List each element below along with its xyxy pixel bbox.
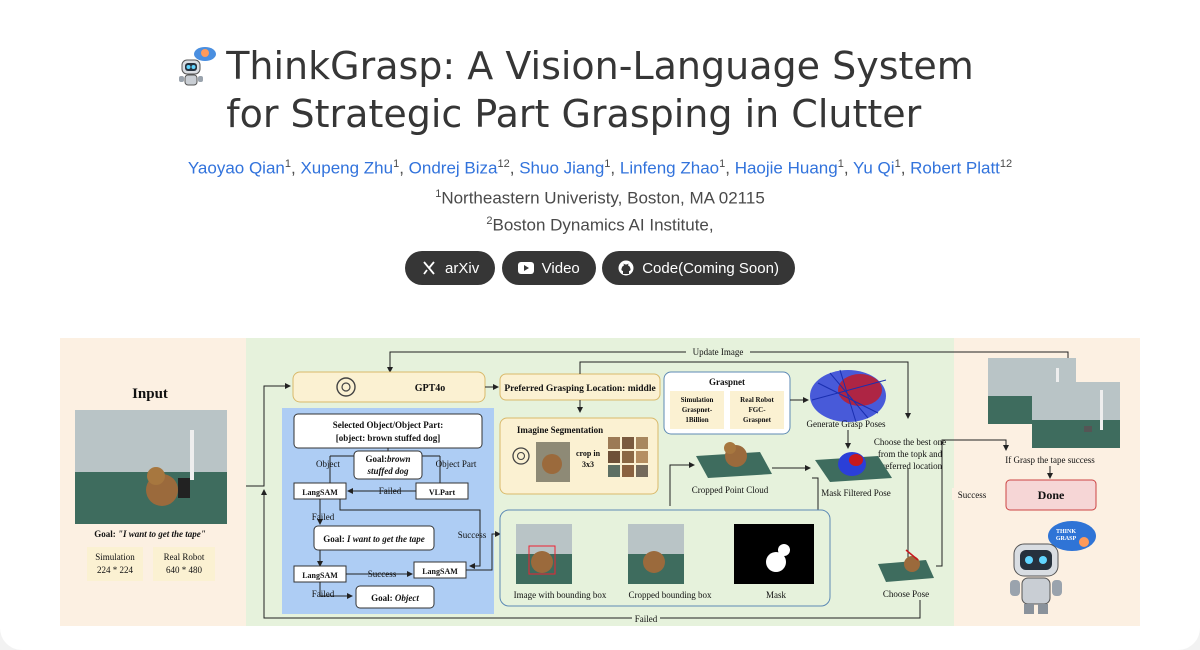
graspnet-label: Graspnet	[709, 377, 745, 387]
choose-best-1: Choose the best one	[874, 437, 946, 447]
cropped-point-cloud-label: Cropped Point Cloud	[692, 485, 769, 495]
gn-real-3: Graspnet	[743, 416, 772, 424]
robot-logo-icon	[176, 44, 218, 90]
arxiv-button[interactable]: arXiv	[405, 251, 495, 285]
langsam-label-1: LangSAM	[302, 488, 338, 497]
langsam-label-2: LangSAM	[302, 571, 338, 580]
author-sup: 1	[895, 158, 901, 170]
link-buttons: arXiv Video Code(Coming Soon)	[0, 251, 1200, 285]
image-with-bbox	[516, 524, 572, 584]
title-line-1: ThinkGrasp: A Vision-Language System	[226, 42, 974, 90]
title-line-2: for Strategic Part Grasping in Clutter	[226, 90, 974, 138]
output-photo-2	[1032, 382, 1120, 448]
author-sup: 1	[285, 158, 291, 170]
goal-object-label: Goal: Object	[371, 593, 419, 603]
affiliation-2: 2Boston Dynamics AI Institute,	[0, 215, 1200, 236]
gn-sim-1: Simulation	[681, 396, 714, 404]
crop-line-1: crop in	[576, 449, 601, 458]
selected-line-2: [object: brown stuffed dog]	[336, 433, 441, 443]
mask-label: Mask	[766, 590, 786, 600]
author-sup: 1	[838, 158, 844, 170]
failed-label-1: Failed	[379, 486, 402, 496]
crop-line-2: 3x3	[582, 460, 594, 469]
failed-loop-label: Failed	[635, 614, 658, 624]
gn-sim-2: Graspnet-	[682, 406, 713, 414]
mask-image	[734, 524, 814, 584]
success-label-2: Success	[368, 569, 397, 579]
robot-badge-1: THINK	[1056, 529, 1076, 535]
input-goal: Goal: "I want to get the tape"	[94, 529, 206, 539]
header: ThinkGrasp: A Vision-Language System for…	[0, 42, 1200, 138]
grasp-poses-cluster	[810, 370, 886, 422]
real-res: 640 * 480	[166, 565, 203, 575]
selected-line-1: Selected Object/Object Part:	[333, 420, 443, 430]
goal-brown-line1: Goal:brown	[365, 454, 410, 464]
author-sup: 12	[498, 158, 510, 170]
author-link[interactable]: Ondrej Biza	[409, 159, 498, 178]
crop-grid	[608, 437, 648, 477]
author-link[interactable]: Yu Qi	[853, 159, 895, 178]
author-link[interactable]: Haojie Huang	[735, 159, 838, 178]
failed-label-2: Failed	[312, 512, 335, 522]
goal-brown-line2: stuffed dog	[366, 466, 409, 476]
arxiv-icon	[421, 260, 437, 276]
gn-sim-3: 1Billion	[685, 416, 708, 424]
gpt4o-box	[293, 372, 485, 402]
input-photo	[75, 410, 227, 524]
affiliation-1: 1Northeastern Univeristy, Boston, MA 021…	[0, 188, 1200, 209]
sim-res: 224 * 224	[97, 565, 134, 575]
author-sup: 12	[1000, 158, 1012, 170]
choose-pose-label: Choose Pose	[883, 589, 929, 599]
author-link[interactable]: Linfeng Zhao	[620, 159, 719, 178]
cropped-bbox-label: Cropped bounding box	[629, 590, 712, 600]
arxiv-label: arXiv	[445, 260, 479, 277]
author-link[interactable]: Yaoyao Qian	[188, 159, 285, 178]
failed-label-3: Failed	[312, 589, 335, 599]
page-title: ThinkGrasp: A Vision-Language System for…	[226, 42, 974, 138]
affiliation-text: Northeastern Univeristy, Boston, MA 0211…	[441, 189, 764, 208]
youtube-icon	[518, 260, 534, 276]
code-label: Code(Coming Soon)	[642, 260, 779, 277]
choose-best-3: preferred location	[878, 461, 943, 471]
generate-grasp-label: Generate Grasp Poses	[807, 419, 886, 429]
preferred-label: Preferred Grasping Location: middle	[504, 384, 655, 394]
author-link[interactable]: Robert Platt	[910, 159, 1000, 178]
mask-filtered-label: Mask Filtered Pose	[821, 488, 891, 498]
choose-best-2: from the topk and	[878, 449, 943, 459]
real-label: Real Robot	[164, 552, 205, 562]
gpt4o-label: GPT4o	[415, 383, 446, 394]
if-grasp-label: If Grasp the tape success	[1005, 455, 1095, 465]
input-title: Input	[132, 386, 168, 402]
affiliation-text: Boston Dynamics AI Institute,	[493, 216, 714, 235]
vlpart-label: VLPart	[429, 488, 456, 497]
github-icon	[618, 260, 634, 276]
video-label: Video	[542, 260, 580, 277]
author-sup: 1	[719, 158, 725, 170]
author-link[interactable]: Xupeng Zhu	[300, 159, 393, 178]
cropped-bbox-image	[628, 524, 684, 584]
gn-real-2: FGC-	[748, 406, 766, 414]
seg-dog	[542, 454, 562, 474]
author-link[interactable]: Shuo Jiang	[519, 159, 604, 178]
author-sup: 1	[604, 158, 610, 170]
img-bbox-label: Image with bounding box	[514, 590, 607, 600]
code-button[interactable]: Code(Coming Soon)	[602, 251, 795, 285]
author-list: Yaoyao Qian1, Xupeng Zhu1, Ondrej Biza12…	[0, 158, 1200, 179]
goal-tape-label: Goal: I want to get the tape	[323, 534, 425, 544]
gn-real-1: Real Robot	[740, 396, 774, 404]
done-label: Done	[1038, 488, 1065, 502]
langsam-label-3: LangSAM	[422, 567, 458, 576]
object-label: Object	[316, 459, 340, 469]
robot-badge-2: GRASP	[1056, 536, 1077, 542]
success-label-1: Success	[458, 530, 487, 540]
video-button[interactable]: Video	[502, 251, 596, 285]
pipeline-figure: Input Goal: "I want to get the tape" Sim…	[60, 338, 1140, 626]
update-image-label: Update Image	[693, 347, 744, 357]
imagine-seg-label: Imagine Segmentation	[517, 425, 603, 435]
success-label-3: Success	[958, 490, 987, 500]
author-sup: 1	[393, 158, 399, 170]
sim-label: Simulation	[95, 552, 135, 562]
object-part-label: Object Part	[436, 459, 477, 469]
